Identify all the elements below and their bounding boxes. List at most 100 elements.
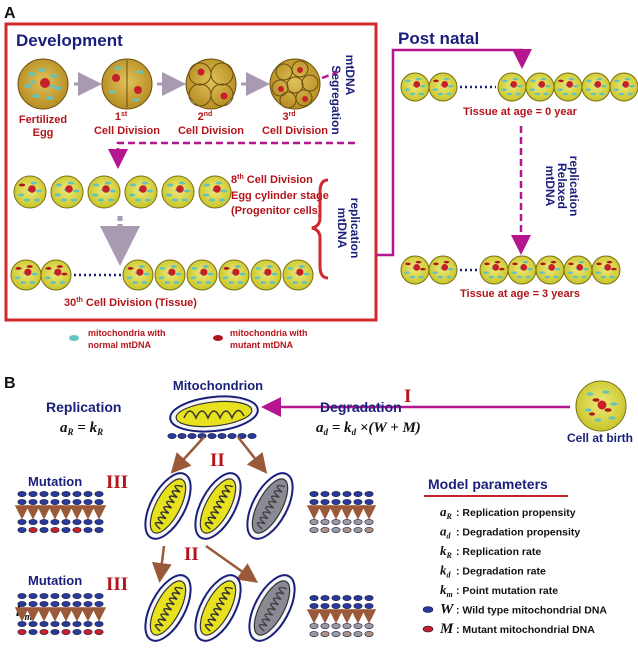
segregation-label-2: Segregation [329, 65, 343, 134]
wild-type-dna [94, 519, 104, 525]
relaxed-label-2: Relaxed [555, 163, 569, 209]
mutation-label-2: Mutation [28, 573, 82, 588]
div1-number: 1st [115, 111, 128, 123]
tissue-age3-row [400, 255, 621, 285]
wild-type-dna [17, 601, 27, 607]
postnatal-title: Post natal [398, 29, 479, 48]
progenitor-cell [87, 175, 121, 209]
wild-type-dna [39, 593, 49, 599]
tissue-cell [479, 255, 509, 285]
progenitor-cell-row [13, 175, 232, 209]
mitochondria-row-2 [144, 574, 296, 642]
wild-type-dna [83, 527, 93, 533]
mutant-dna [72, 527, 82, 533]
mutant-dna [94, 629, 104, 635]
wild-type-dna [61, 593, 71, 599]
degraded-dna-grid-2 [306, 595, 377, 637]
wild-type-dna [61, 527, 71, 533]
param-symbol: M [439, 621, 454, 637]
degraded-dna [364, 519, 374, 525]
legend-mutant-marker [213, 335, 223, 341]
fertilized-label-1: Fertilized [19, 114, 67, 126]
degraded-dna [353, 623, 363, 629]
wild-type-dna [28, 601, 38, 607]
wild-type-dna [28, 593, 38, 599]
wild-type-dna [17, 519, 27, 525]
wild-type-dna [353, 595, 363, 601]
arrow-replicate-left [170, 436, 205, 474]
segregation-connector [118, 70, 355, 164]
tissue-cell-row [10, 259, 314, 291]
legend-normal-1: mitochondria with [88, 328, 166, 338]
param-row: kd: Degradation rate [440, 563, 546, 580]
degraded-dna [331, 631, 341, 637]
tissue-cell [507, 255, 537, 285]
mutation-label-1: Mutation [28, 474, 82, 489]
mitochondrion [194, 574, 242, 642]
degrading-mitochondrion [246, 472, 294, 540]
wild-type-dna [342, 491, 352, 497]
wild-type-dna [50, 499, 60, 505]
wild-type-dna [39, 527, 49, 533]
wild-type-dna [50, 491, 60, 497]
wild-type-dna [72, 499, 82, 505]
param-row: ad: Degradation propensity [440, 524, 580, 541]
cell-at-birth-label: Cell at birth [567, 431, 633, 445]
param-symbol: ad [440, 524, 452, 541]
legend-normal-marker [69, 335, 79, 341]
degraded-dna [342, 519, 352, 525]
wild-type-dna [28, 519, 38, 525]
tissue-cell [40, 259, 72, 291]
wild-type-dna [247, 433, 257, 439]
wild-type-dna [167, 433, 177, 439]
wild-type-dna [72, 629, 82, 635]
replication-formula: aR = kR [60, 420, 103, 437]
degraded-dna [353, 527, 363, 533]
wild-type-dna [237, 433, 247, 439]
wild-type-dna [28, 491, 38, 497]
wild-type-dna [364, 603, 374, 609]
param-text: : Replication propensity [456, 507, 576, 519]
param-symbol: aR [440, 504, 453, 521]
tissue-cell [122, 259, 154, 291]
mutant-dna [17, 629, 27, 635]
param-text: : Degradation rate [456, 566, 546, 578]
degraded-dna [320, 519, 330, 525]
tissue-cell [154, 259, 186, 291]
wild-type-dna [39, 499, 49, 505]
mutant-dna [61, 629, 71, 635]
tissue-cell [218, 259, 250, 291]
param-text: : Point mutation rate [456, 585, 558, 597]
degraded-dna [364, 631, 374, 637]
wild-type-dna [94, 499, 104, 505]
degrading-mitochondrion [248, 574, 296, 642]
replication-brace [311, 178, 329, 280]
wild-type-dna [50, 601, 60, 607]
wild-dna-icon [422, 606, 434, 613]
roman-ii-top: II [210, 450, 225, 471]
wild-type-dna [177, 433, 187, 439]
wild-type-dna [39, 601, 49, 607]
degraded-dna [309, 527, 319, 533]
wild-type-dna [364, 499, 374, 505]
degraded-dna [353, 519, 363, 525]
param-symbol: km [440, 582, 453, 599]
wild-type-dna [61, 519, 71, 525]
wild-type-dna [83, 593, 93, 599]
arrow-degrade-right [237, 436, 268, 474]
param-symbol: kR [440, 543, 453, 560]
degraded-dna [364, 623, 374, 629]
mtdna-top-row [167, 433, 257, 439]
development-frame [4, 22, 378, 322]
progenitor-cell [124, 175, 158, 209]
wild-type-dna [364, 595, 374, 601]
wild-type-dna [309, 491, 319, 497]
wild-type-dna [17, 593, 27, 599]
tissue-cell [525, 72, 555, 102]
progenitor-cell [13, 175, 47, 209]
wild-type-dna [72, 621, 82, 627]
wild-type-dna [94, 621, 104, 627]
mitochondrion-label: Mitochondrion [173, 378, 263, 393]
progenitor-cell [161, 175, 195, 209]
tissue-age0-label: Tissue at age = 0 year [463, 106, 578, 118]
